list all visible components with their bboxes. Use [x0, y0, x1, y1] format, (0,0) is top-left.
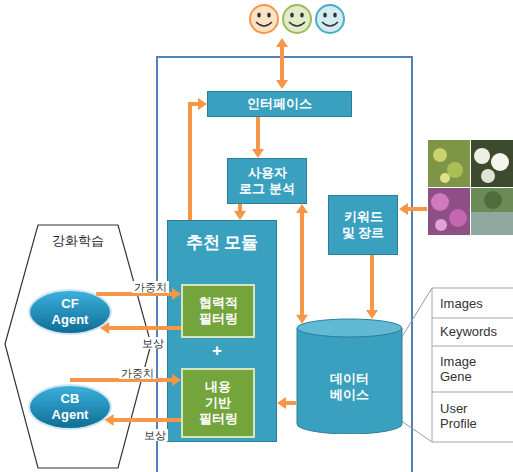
node-text: 사용자 로그 분석 — [234, 165, 300, 197]
node-text: CB Agent — [44, 391, 96, 423]
photo-arrow — [399, 203, 427, 215]
arrow-line — [256, 117, 260, 150]
arrow-line — [370, 255, 374, 311]
plus-sign: + — [207, 341, 227, 360]
agent-ellipse: CB Agent — [28, 384, 112, 430]
edge-label: 보상 — [140, 337, 166, 349]
flow-arrow — [252, 117, 264, 158]
cylinder-top — [297, 319, 402, 337]
arrow-head — [296, 315, 308, 324]
edge-label-holder: 가중치 — [132, 277, 169, 295]
system-frame — [157, 57, 412, 472]
table-cell: Images — [440, 296, 506, 311]
table-cell: Keywords — [440, 324, 506, 339]
node-text: 키워드 및 장르 — [341, 209, 385, 241]
cylinder-body — [297, 328, 402, 434]
node-text: 내용 기반 필터링 — [194, 379, 242, 427]
flow-arrow — [234, 204, 246, 220]
edge-label: 가중치 — [132, 281, 169, 293]
arrow-head — [366, 310, 378, 319]
edge-label-holder: 보상 — [142, 425, 168, 443]
node-text: 데이터 베이스 — [326, 371, 374, 403]
process-box: 인터페이스 — [207, 91, 352, 117]
flow-arrow — [277, 397, 296, 409]
table-grid — [432, 288, 513, 442]
user-faces — [250, 5, 344, 33]
arrow-line — [113, 418, 181, 422]
node-text: 추천 모듈 — [172, 233, 272, 253]
arrow-head — [234, 211, 246, 220]
hexagon-group: 강화학습 CF Agent CB Agent — [3, 224, 152, 470]
edge-label-holder: 보상 — [140, 333, 166, 351]
flow-arrow — [366, 255, 378, 319]
filter-box: 내용 기반 필터링 — [181, 368, 255, 438]
hexagon-outline — [3, 224, 152, 470]
module-box: 추천 모듈협력적 필터링내용 기반 필터링 — [167, 220, 277, 442]
process-box: 사용자 로그 분석 — [227, 158, 307, 204]
arrow-head — [172, 288, 181, 300]
arrow-head — [105, 414, 114, 426]
table-cell: Image Gene — [440, 354, 506, 384]
flow-arrow — [100, 322, 181, 334]
edge-label: 보상 — [142, 429, 168, 441]
node-text: 강화학습 — [18, 233, 138, 249]
user-arrow — [276, 38, 288, 89]
flow-arrow — [296, 204, 308, 324]
filter-box: 협력적 필터링 — [181, 284, 255, 338]
arrow-head — [198, 98, 207, 110]
database-cylinder: 데이터 베이스 — [296, 318, 403, 434]
leader-lines — [400, 288, 432, 442]
arrow-line — [238, 204, 242, 212]
process-box: 키워드 및 장르 — [328, 195, 398, 255]
arrow-line — [190, 104, 199, 220]
node-text: 인터페이스 — [215, 96, 345, 112]
arrow-line — [285, 401, 296, 405]
hexagon-shape — [5, 225, 151, 468]
arrow-head — [252, 149, 264, 158]
arrow-head — [296, 204, 308, 213]
arrow-head — [100, 322, 109, 334]
edge-label-holder: 가중치 — [119, 363, 156, 381]
flow-arrow — [105, 414, 181, 426]
flow-arrow — [190, 98, 207, 220]
photo-collage — [428, 140, 513, 235]
edge-label: 가중치 — [119, 367, 156, 379]
table-cell: User Profile — [440, 401, 506, 431]
node-text: CF Agent — [44, 296, 96, 328]
node-text: 협력적 필터링 — [194, 295, 242, 327]
arrow-head — [277, 397, 286, 409]
arrow-line — [300, 212, 304, 316]
arrow-line — [108, 326, 181, 330]
arrow-head — [172, 374, 181, 386]
